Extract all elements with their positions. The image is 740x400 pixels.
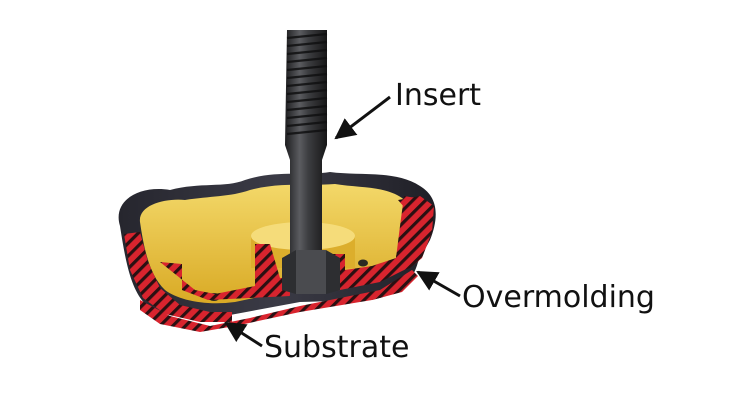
mounting-hole (358, 259, 368, 267)
insert-label: Insert (395, 78, 481, 113)
overmolding-label: Overmolding (462, 280, 655, 315)
overmolding-arrow (416, 270, 461, 298)
substrate-arrow (224, 321, 263, 348)
substrate-label: Substrate (264, 330, 409, 365)
insert-bolt (282, 30, 340, 294)
insert-arrow (334, 95, 391, 140)
callout-arrows (224, 95, 461, 348)
cut-section (124, 196, 434, 332)
bolt-threads (286, 32, 328, 136)
